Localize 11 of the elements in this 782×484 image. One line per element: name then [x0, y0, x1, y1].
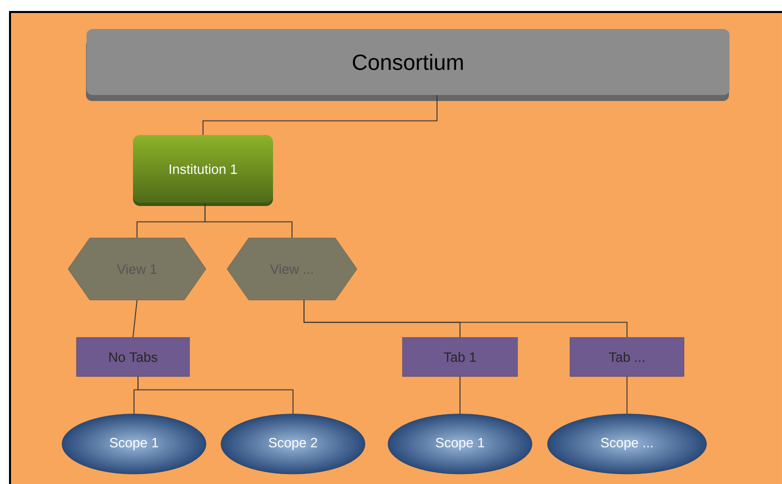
connector [204, 202, 292, 238]
connector [138, 376, 294, 414]
rectangle-box: Tab 1 [402, 337, 518, 377]
connector [626, 376, 628, 414]
rounded-box: Institution 1 [133, 135, 273, 206]
connector [202, 94, 438, 136]
connector [304, 300, 628, 338]
connector [132, 300, 138, 338]
rectangle-box: Tab ... [570, 337, 684, 377]
rectangle-box: No Tabs [76, 337, 190, 377]
header-band: Consortium [86, 29, 730, 101]
